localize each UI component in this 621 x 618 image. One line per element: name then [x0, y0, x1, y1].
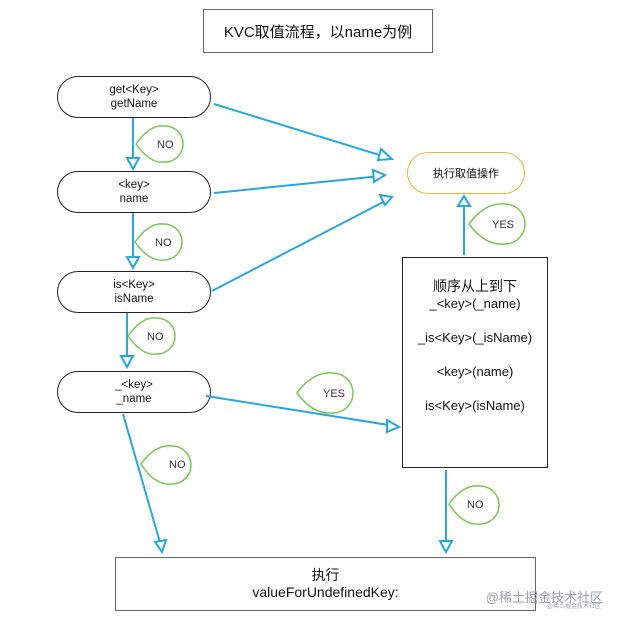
- step-iskey-line2: isName: [114, 293, 154, 305]
- bubble-no-4: NO: [140, 445, 192, 485]
- step-underscore-key-line2: _name: [116, 393, 152, 405]
- arrow-step1-to-exec: [213, 103, 395, 162]
- arrow-step3-to-step4: [119, 313, 135, 370]
- bubble-yes-1: YES: [296, 372, 354, 414]
- step-key: <key> name: [57, 171, 211, 213]
- execute-get-value-label: 执行取值操作: [433, 168, 499, 180]
- watermark: @稀土掘金技术社区: [485, 590, 603, 605]
- arrow-step4-to-order: [205, 395, 402, 434]
- order-item-3: <key>(name): [436, 364, 514, 379]
- bubble-no-5: NO: [448, 485, 500, 525]
- arrow-step2-to-step3: [125, 213, 141, 271]
- step-key-line1: <key>: [118, 179, 150, 191]
- value-for-undefined-key: 执行 valueForUndefinedKey:: [115, 557, 536, 611]
- step-underscore-key-line1: _<key>: [115, 379, 153, 391]
- arrow-step3-to-exec: [211, 193, 394, 292]
- bubble-yes-1-text: YES: [323, 388, 345, 400]
- step-underscore-key: _<key> _name: [57, 371, 211, 413]
- diagram-title-text: KVC取值流程，以name为例: [223, 23, 413, 41]
- step-getkey-line2: getName: [110, 98, 158, 110]
- arrow-order-to-final: [438, 470, 454, 555]
- bubble-no-5-text: NO: [467, 499, 484, 511]
- arrow-step4-to-final: [122, 413, 168, 555]
- bubble-no-3: NO: [127, 317, 176, 355]
- step-getkey-line1: get<Key>: [109, 84, 159, 96]
- ivar-search-order: 顺序从上到下 _<key>(_name) _is<Key>(_isName) <…: [402, 257, 548, 468]
- bubble-no-4-text: NO: [169, 459, 186, 471]
- bubble-no-1-text: NO: [157, 139, 174, 151]
- arrow-step1-to-step2: [125, 118, 141, 172]
- bubble-yes-2-text: YES: [492, 219, 514, 231]
- final-line1: 执行: [311, 567, 340, 583]
- execute-get-value: 执行取值操作: [407, 152, 525, 194]
- order-item-4: is<Key>(isName): [425, 398, 525, 413]
- bubble-no-1: NO: [135, 125, 184, 163]
- step-key-line2: name: [119, 193, 149, 205]
- final-line2: valueForUndefinedKey:: [252, 584, 399, 600]
- order-heading: 顺序从上到下: [433, 278, 517, 294]
- order-item-1: _<key>(_name): [429, 296, 521, 311]
- arrow-order-to-exec: [456, 194, 472, 255]
- watermark-small: @稀土掘金技术社区: [546, 604, 601, 610]
- order-item-2: _is<Key>(_isName): [417, 330, 533, 345]
- bubble-yes-2: YES: [468, 203, 526, 245]
- diagram-title: KVC取值流程，以name为例: [203, 9, 433, 53]
- arrow-step2-to-exec: [213, 168, 388, 194]
- step-iskey: is<Key> isName: [57, 271, 211, 313]
- bubble-no-2: NO: [134, 223, 183, 261]
- step-iskey-line1: is<Key>: [113, 279, 155, 291]
- step-getkey: get<Key> getName: [57, 76, 211, 118]
- arrows: [119, 103, 472, 555]
- bubble-no-3-text: NO: [147, 331, 164, 343]
- bubble-no-2-text: NO: [155, 237, 172, 249]
- bubbles: NO NO NO NO NO YES YES: [127, 125, 526, 525]
